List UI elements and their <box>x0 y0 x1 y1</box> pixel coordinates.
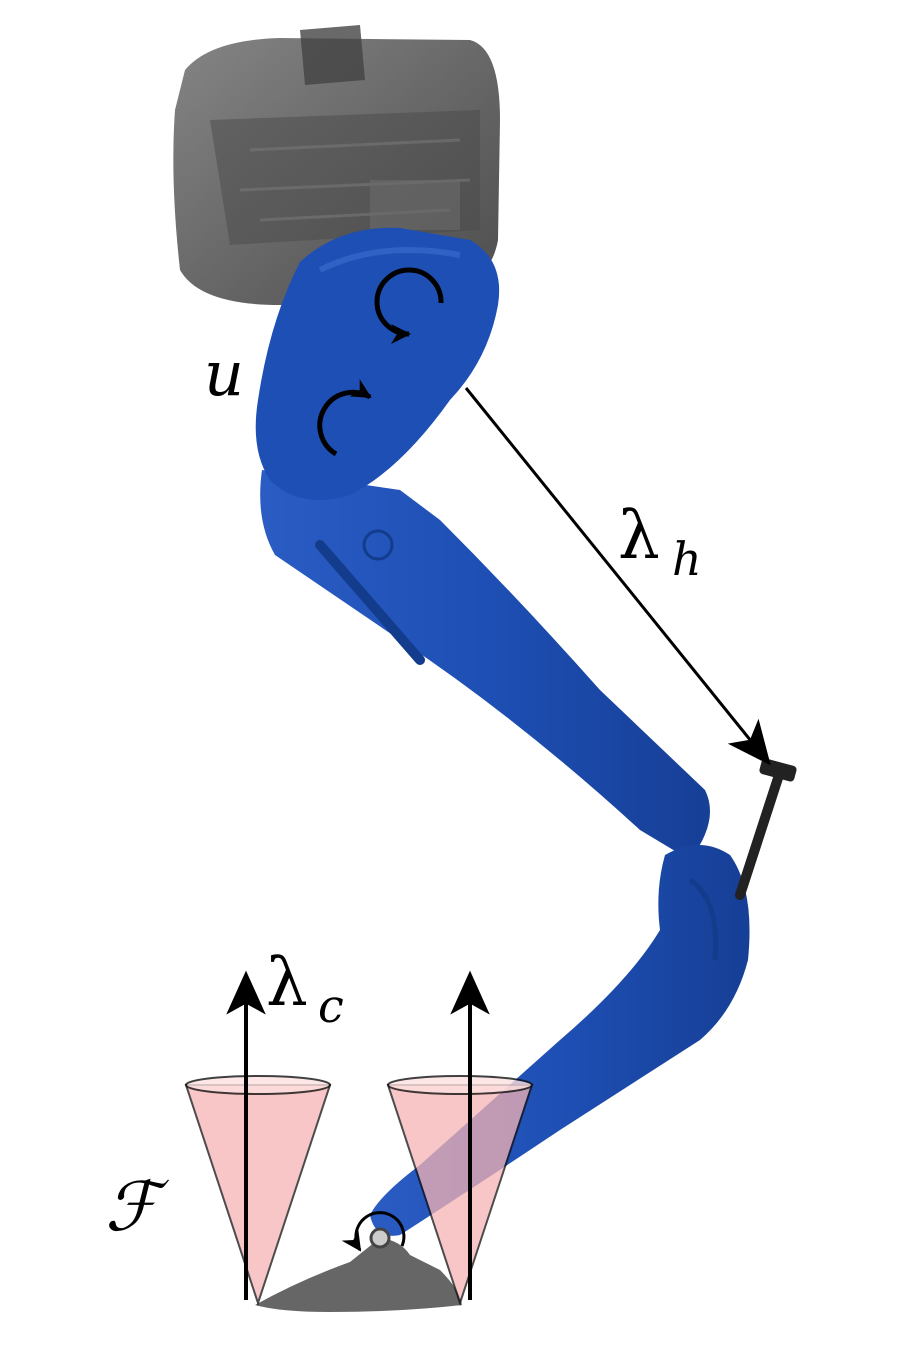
rotation-arrow-icon <box>374 267 444 344</box>
svg-text:λ: λ <box>266 944 308 1021</box>
contact-force-label: λ c <box>266 944 344 1033</box>
knee-spring-rod <box>735 758 797 900</box>
svg-text:c: c <box>318 979 344 1033</box>
hip-constraint-label: λ h <box>618 497 702 586</box>
thigh-link <box>260 470 710 860</box>
foot <box>255 1227 462 1312</box>
torso-shell <box>173 25 501 305</box>
friction-cone-right <box>386 1075 534 1307</box>
rotation-arrow-icon <box>317 379 372 457</box>
svg-text:λ: λ <box>618 497 660 574</box>
hip-constraint-arrow <box>464 387 771 766</box>
friction-cone-label: ℱ <box>105 1168 170 1247</box>
input-label: u <box>204 337 244 410</box>
rotation-arrow-icon <box>341 1211 406 1252</box>
svg-text:h: h <box>672 532 702 586</box>
friction-cone-left <box>184 1075 332 1307</box>
